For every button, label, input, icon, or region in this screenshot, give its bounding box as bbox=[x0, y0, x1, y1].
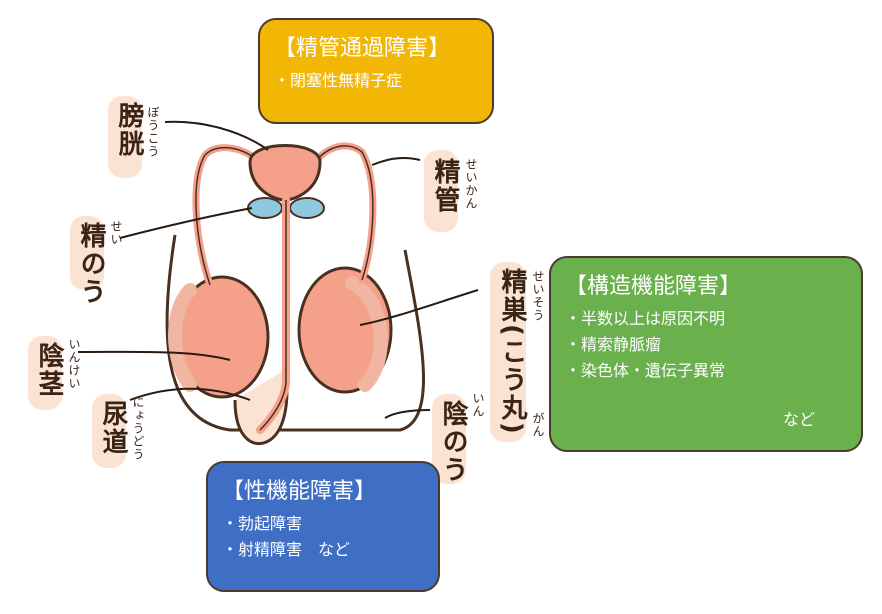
leader-scrotum bbox=[384, 409, 431, 419]
leader-penis bbox=[77, 350, 231, 361]
label-bladder: 膀胱 bbox=[114, 102, 144, 158]
ruby-urethra: にょうどう bbox=[131, 396, 145, 461]
label-bg-penis bbox=[28, 336, 62, 410]
ruby-seminal: せい bbox=[109, 220, 123, 246]
label-bg-testis bbox=[490, 262, 526, 442]
duct-box-item: ・閉塞性無精子症 bbox=[274, 71, 403, 90]
sexual-box-title: 【性機能障害】 bbox=[222, 479, 377, 504]
left-vas-outline bbox=[195, 146, 263, 286]
label-seminal: 精のう bbox=[76, 222, 106, 306]
ruby-vas: せいかん bbox=[464, 158, 478, 210]
duct-obstruction-box: 【精管通過障害】 ・閉塞性無精子症 bbox=[258, 18, 494, 124]
structural-dysfunction-box: 【構造機能障害】 ・半数以上は原因不明 ・精索静脈瘤 ・染色体・遺伝子異常 など bbox=[549, 256, 863, 452]
label-scrotum: 陰のう bbox=[438, 400, 468, 484]
leader-testis bbox=[359, 289, 479, 326]
bladder bbox=[248, 144, 322, 202]
structure-box-item: ・精索静脈瘤 bbox=[565, 335, 662, 354]
duct-box-title: 【精管通過障害】 bbox=[274, 36, 451, 61]
label-bg-vas bbox=[424, 150, 458, 232]
sexual-dysfunction-box: 【性機能障害】 ・勃起障害 ・射精障害 など bbox=[206, 461, 440, 592]
label-urethra: 尿道 bbox=[98, 400, 128, 456]
ruby-bladder: ぼうこう bbox=[146, 106, 160, 158]
ruby-testis-bottom: がん bbox=[531, 412, 545, 438]
label-vas: 精管 bbox=[430, 158, 460, 214]
sexual-box-item: ・勃起障害 bbox=[222, 514, 303, 533]
leader-vas bbox=[371, 156, 421, 166]
label-bg-seminal bbox=[70, 216, 104, 290]
right-vas-outline bbox=[311, 145, 374, 281]
scrotum-outline bbox=[165, 234, 425, 432]
leader-bladder bbox=[164, 120, 269, 151]
ruby-testis-top: せいそう bbox=[531, 270, 545, 322]
urethra-outline bbox=[259, 200, 287, 431]
structure-box-item: ・半数以上は原因不明 bbox=[565, 309, 726, 328]
label-penis: 陰茎 bbox=[34, 342, 64, 398]
right-epididymis bbox=[345, 276, 388, 392]
label-bg-urethra bbox=[92, 394, 126, 468]
seminal-vesicle-left bbox=[247, 197, 283, 219]
structure-box-item: ・染色体・遺伝子異常 bbox=[565, 361, 726, 380]
structure-box-title: 【構造機能障害】 bbox=[565, 274, 742, 299]
left-epididymis bbox=[168, 283, 197, 392]
ruby-scrotum: いん bbox=[471, 392, 485, 418]
ruby-penis: いんけい bbox=[67, 338, 81, 390]
label-bg-scrotum bbox=[432, 394, 466, 484]
sexual-box-item: ・射精障害 など bbox=[222, 540, 351, 559]
label-bg-bladder bbox=[108, 96, 142, 178]
structure-box-note: など bbox=[782, 410, 815, 429]
label-testis: 精巣(こう丸) bbox=[497, 268, 527, 436]
leader-urethra bbox=[129, 387, 251, 401]
leader-seminal bbox=[119, 207, 253, 239]
seminal-vesicle-right bbox=[289, 197, 325, 219]
